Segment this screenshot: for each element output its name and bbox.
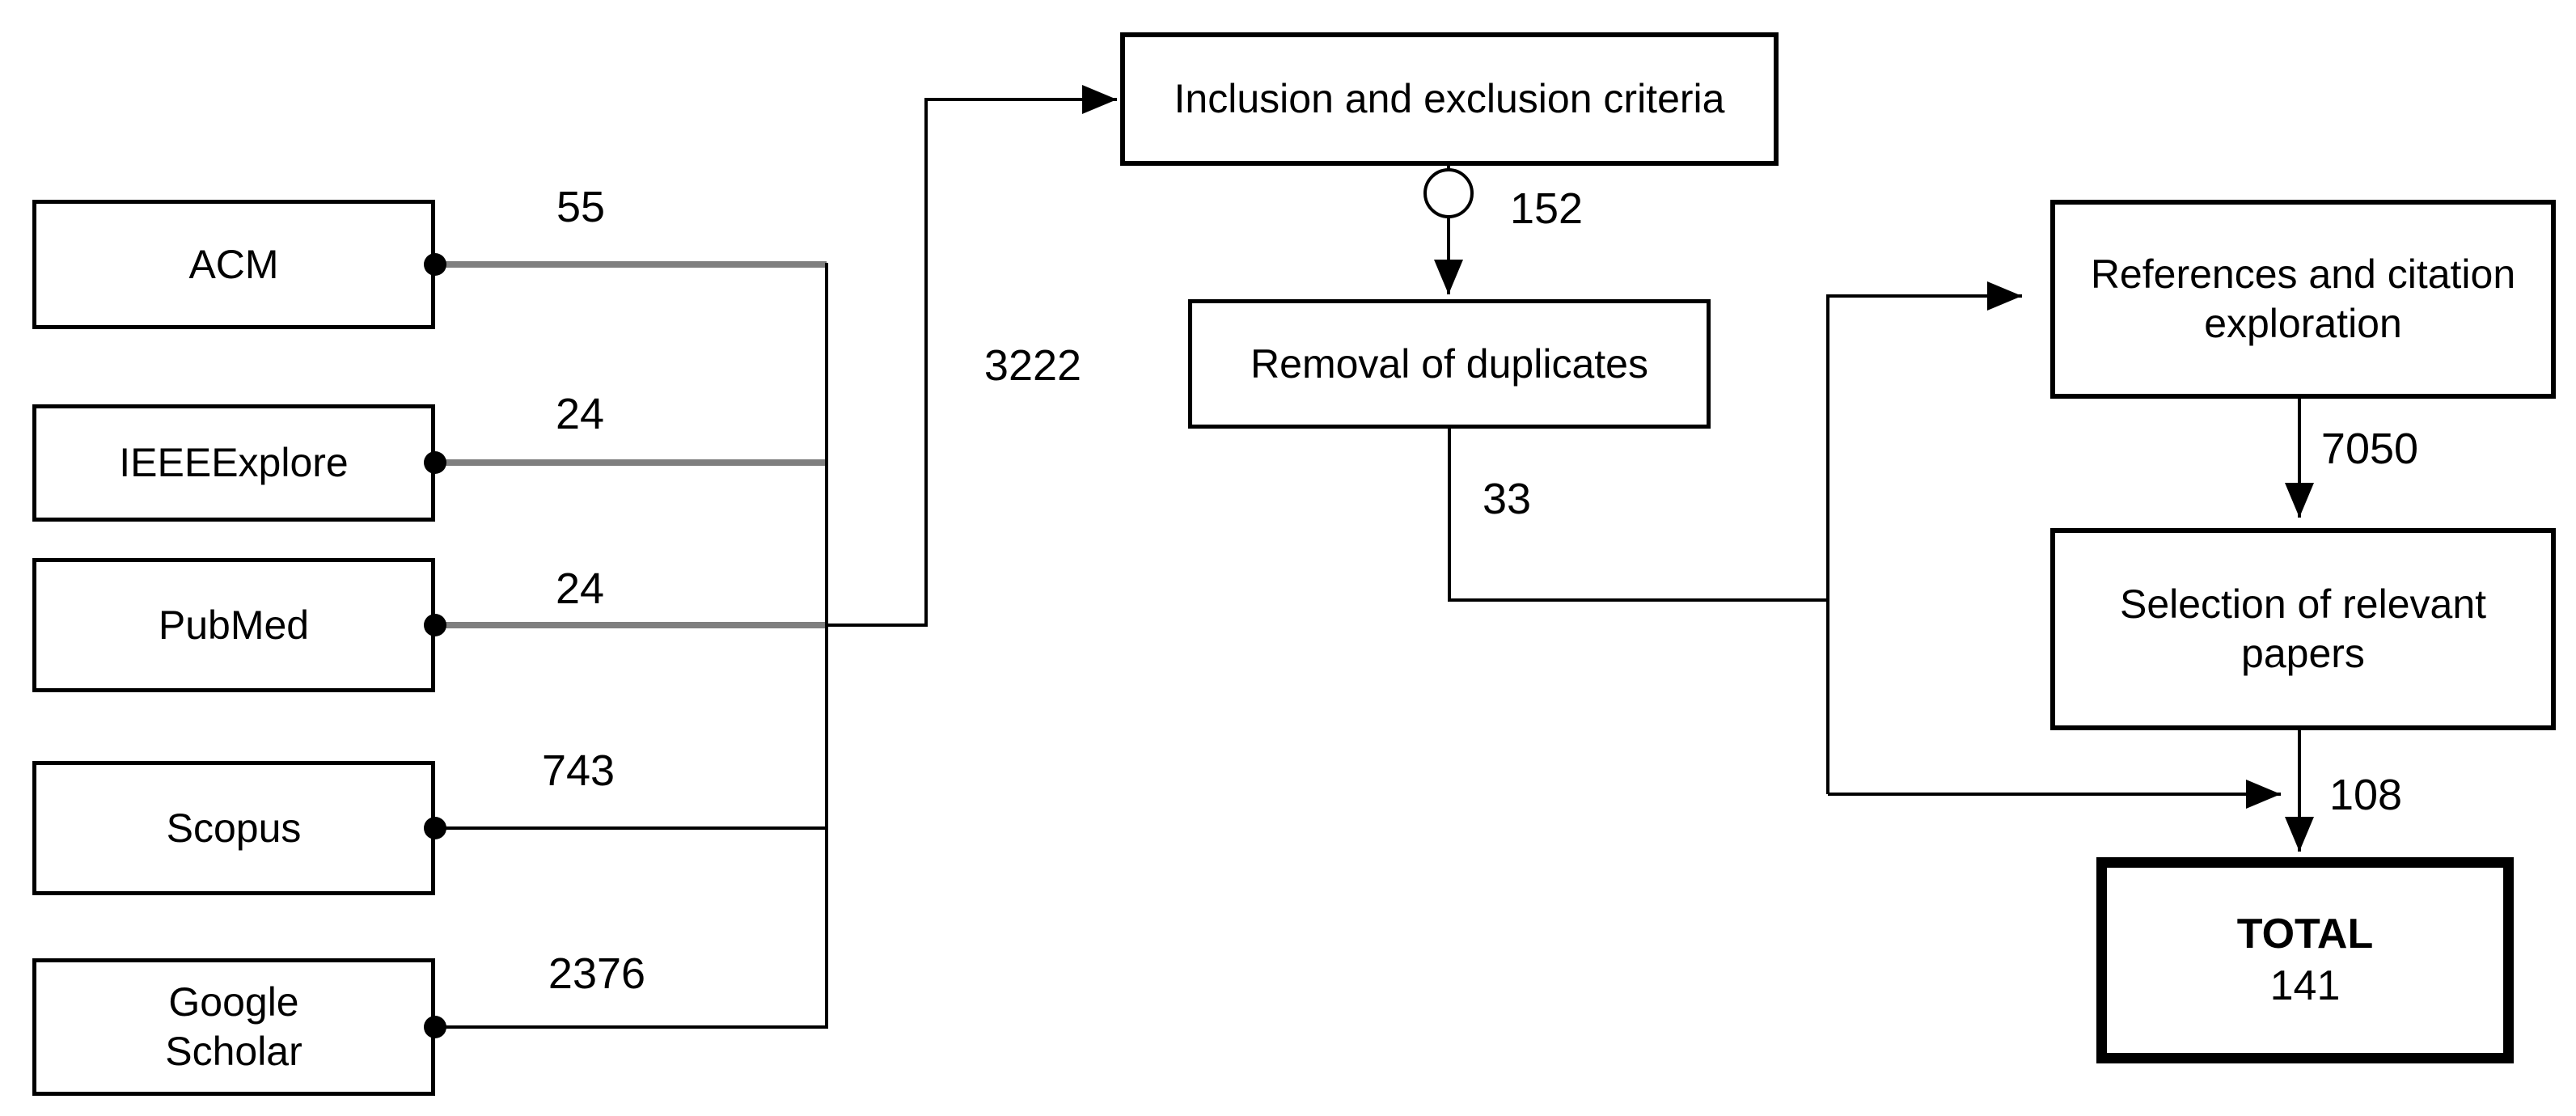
total-label: TOTAL <box>2236 911 2374 958</box>
source-box-ieeexplore: IEEEExplore <box>32 404 435 522</box>
source-box-acm: ACM <box>32 200 435 329</box>
count-selection: 108 <box>2329 771 2403 819</box>
dedup-box: Removal of duplicates <box>1188 299 1711 429</box>
count-pubmed: 24 <box>555 564 605 613</box>
criteria-label: Inclusion and exclusion criteria <box>1174 76 1725 121</box>
dedup-label: Removal of duplicates <box>1250 340 1648 387</box>
criteria-box: Inclusion and exclusion criteria <box>1120 32 1779 166</box>
count-acm: 55 <box>556 183 606 231</box>
count-google-scholar: 2376 <box>548 949 646 998</box>
source-label-google-scholar: Google Scholar <box>165 979 302 1074</box>
selection-label: Selection of relevant papers <box>2119 581 2487 676</box>
count-references: 7050 <box>2320 425 2419 473</box>
count-scopus: 743 <box>541 746 615 795</box>
source-box-scopus: Scopus <box>32 761 435 895</box>
source-box-pubmed: PubMed <box>32 558 435 692</box>
references-box: References and citation exploration <box>2050 200 2556 399</box>
source-label-acm: ACM <box>188 241 279 287</box>
selection-box: Selection of relevant papers <box>2050 528 2556 730</box>
count-ieeexplore: 24 <box>555 390 605 438</box>
source-label-ieeexplore: IEEEExplore <box>119 440 349 485</box>
source-label-scopus: Scopus <box>166 805 302 851</box>
wire-to-references <box>1826 281 2022 794</box>
source-box-google-scholar: Google Scholar <box>32 958 435 1096</box>
junction-circle <box>1423 168 1474 218</box>
total-box: TOTAL 141 <box>2096 857 2514 1063</box>
references-label: References and citation exploration <box>2090 252 2516 346</box>
count-after-criteria: 152 <box>1509 184 1584 233</box>
count-after-dedup: 33 <box>1482 475 1532 523</box>
source-label-pubmed: PubMed <box>158 602 310 648</box>
total-value: 141 <box>2269 962 2341 1009</box>
count-merged: 3222 <box>983 341 1082 390</box>
